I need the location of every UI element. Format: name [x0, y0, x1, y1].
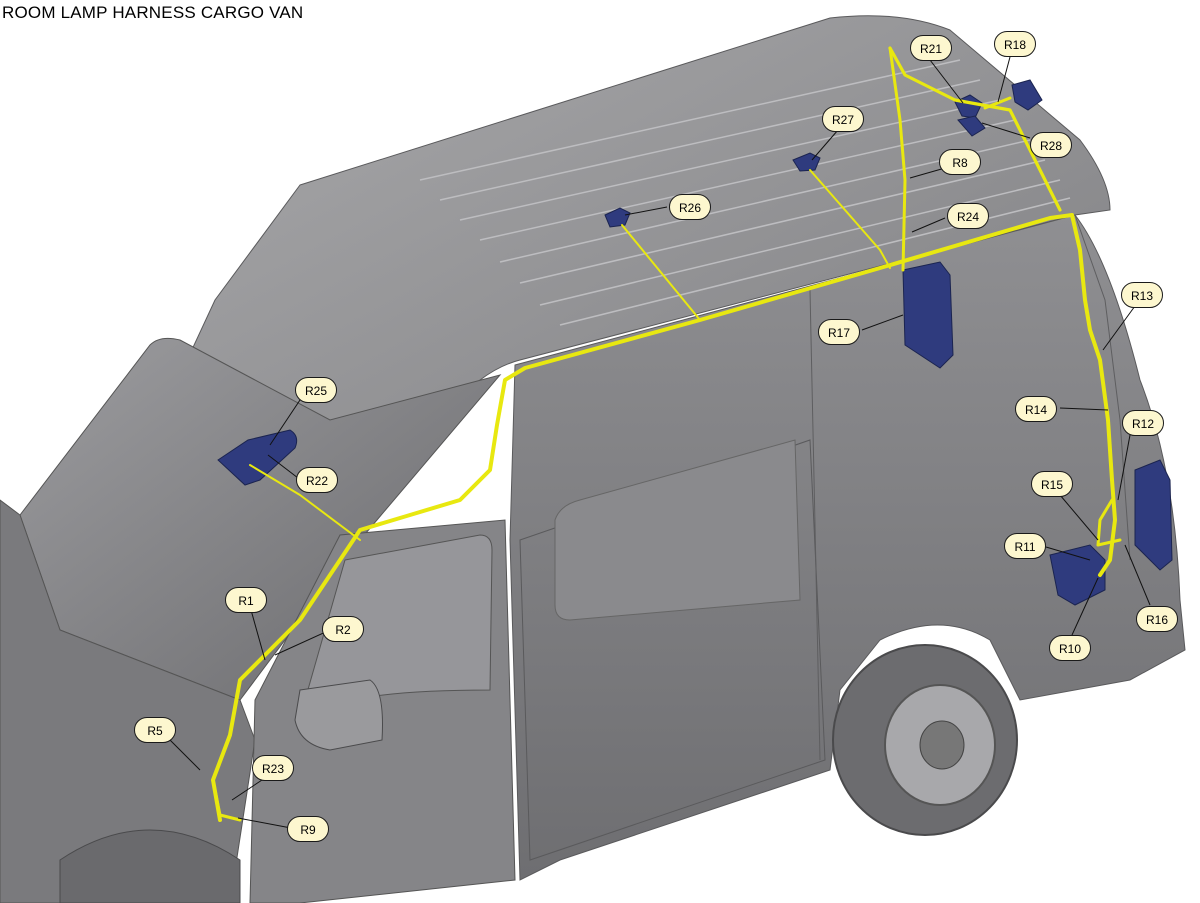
callout-r25: R25 — [295, 377, 337, 403]
branch-r26 — [621, 224, 701, 321]
leader-lines — [169, 56, 1151, 829]
van-side-panel — [509, 214, 1186, 881]
room-lamp-r26 — [604, 207, 631, 228]
branch-r9 — [211, 778, 242, 822]
callout-r1: R1 — [225, 587, 267, 613]
door-recess — [554, 439, 801, 621]
high-mount-lamp-r18 — [1011, 79, 1043, 111]
callout-r28: R28 — [1030, 132, 1072, 158]
callout-r22: R22 — [296, 467, 338, 493]
front-room-lamp — [217, 429, 298, 486]
callout-r12: R12 — [1122, 410, 1164, 436]
callout-r24: R24 — [947, 203, 989, 229]
callout-r23: R23 — [252, 755, 294, 781]
branch-r16 — [1096, 498, 1122, 547]
callout-r17: R17 — [818, 319, 860, 345]
callout-r8: R8 — [939, 149, 981, 175]
main-harness — [211, 213, 1117, 822]
callout-r13: R13 — [1121, 282, 1163, 308]
callout-r27: R27 — [822, 106, 864, 132]
components — [217, 79, 1173, 606]
module-r12 — [1134, 459, 1173, 571]
callout-r26: R26 — [669, 194, 711, 220]
roof-branch-r21 — [888, 46, 1062, 212]
callout-r10: R10 — [1049, 635, 1091, 661]
branch-r22 — [249, 464, 361, 541]
diagram-title: ROOM LAMP HARNESS CARGO VAN — [2, 3, 304, 22]
side-mirror — [294, 679, 383, 751]
module-r17 — [902, 261, 954, 369]
branch-r27 — [809, 169, 891, 269]
callout-r21: R21 — [910, 35, 952, 61]
module-r10-r11 — [1049, 544, 1106, 606]
van-body — [0, 15, 1186, 903]
callout-r9: R9 — [287, 816, 329, 842]
callout-r18: R18 — [994, 31, 1036, 57]
cargo-lamp-r28 — [957, 115, 986, 137]
roof-branch-r8 — [888, 46, 907, 272]
callout-r2: R2 — [322, 616, 364, 642]
callout-r11: R11 — [1004, 533, 1046, 559]
callout-r16: R16 — [1136, 606, 1178, 632]
callout-r14: R14 — [1015, 396, 1057, 422]
van-hood — [0, 499, 256, 903]
branch-r18 — [983, 96, 1012, 110]
room-lamp-r27 — [792, 152, 821, 172]
callout-r15: R15 — [1031, 471, 1073, 497]
callout-r5: R5 — [134, 717, 176, 743]
harness — [211, 46, 1122, 822]
